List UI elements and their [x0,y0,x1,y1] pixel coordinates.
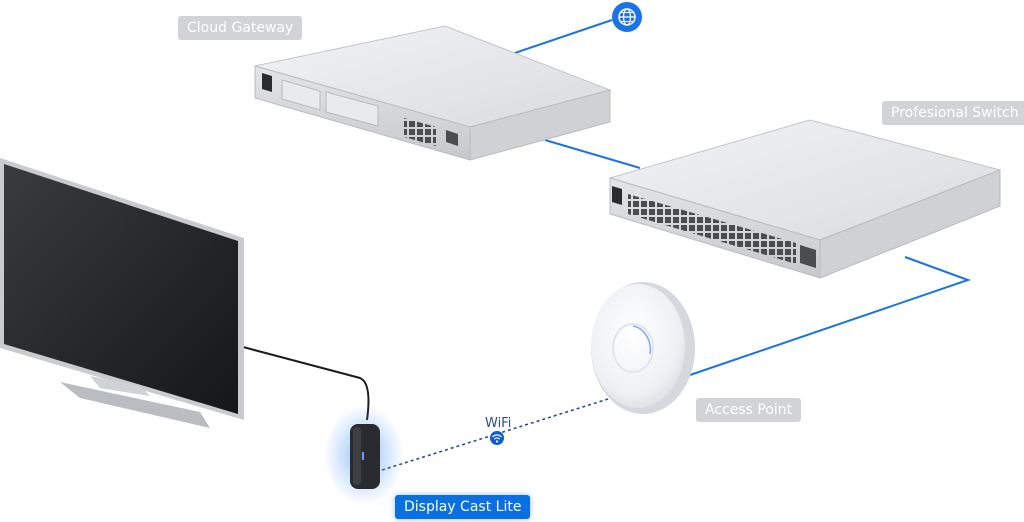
access-point-device [591,282,695,414]
cloud-gateway-label: Cloud Gateway [178,16,303,40]
switch-label: Profesional Switch [882,101,1024,125]
television [0,158,244,428]
cloud-gateway-device [254,25,612,161]
wifi-label: WiFi [485,416,512,431]
display-cast-device [324,405,404,505]
link-gateway-internet [499,19,613,59]
display-cast-label: Display Cast Lite [395,495,531,519]
link-switch-access-point [689,256,972,376]
professional-switch-device [608,119,1002,279]
wifi-link [381,393,625,471]
wifi-icon [490,431,504,445]
access-point-label: Access Point [696,398,802,422]
globe-icon [612,2,642,32]
link-gateway-switch [544,139,641,169]
